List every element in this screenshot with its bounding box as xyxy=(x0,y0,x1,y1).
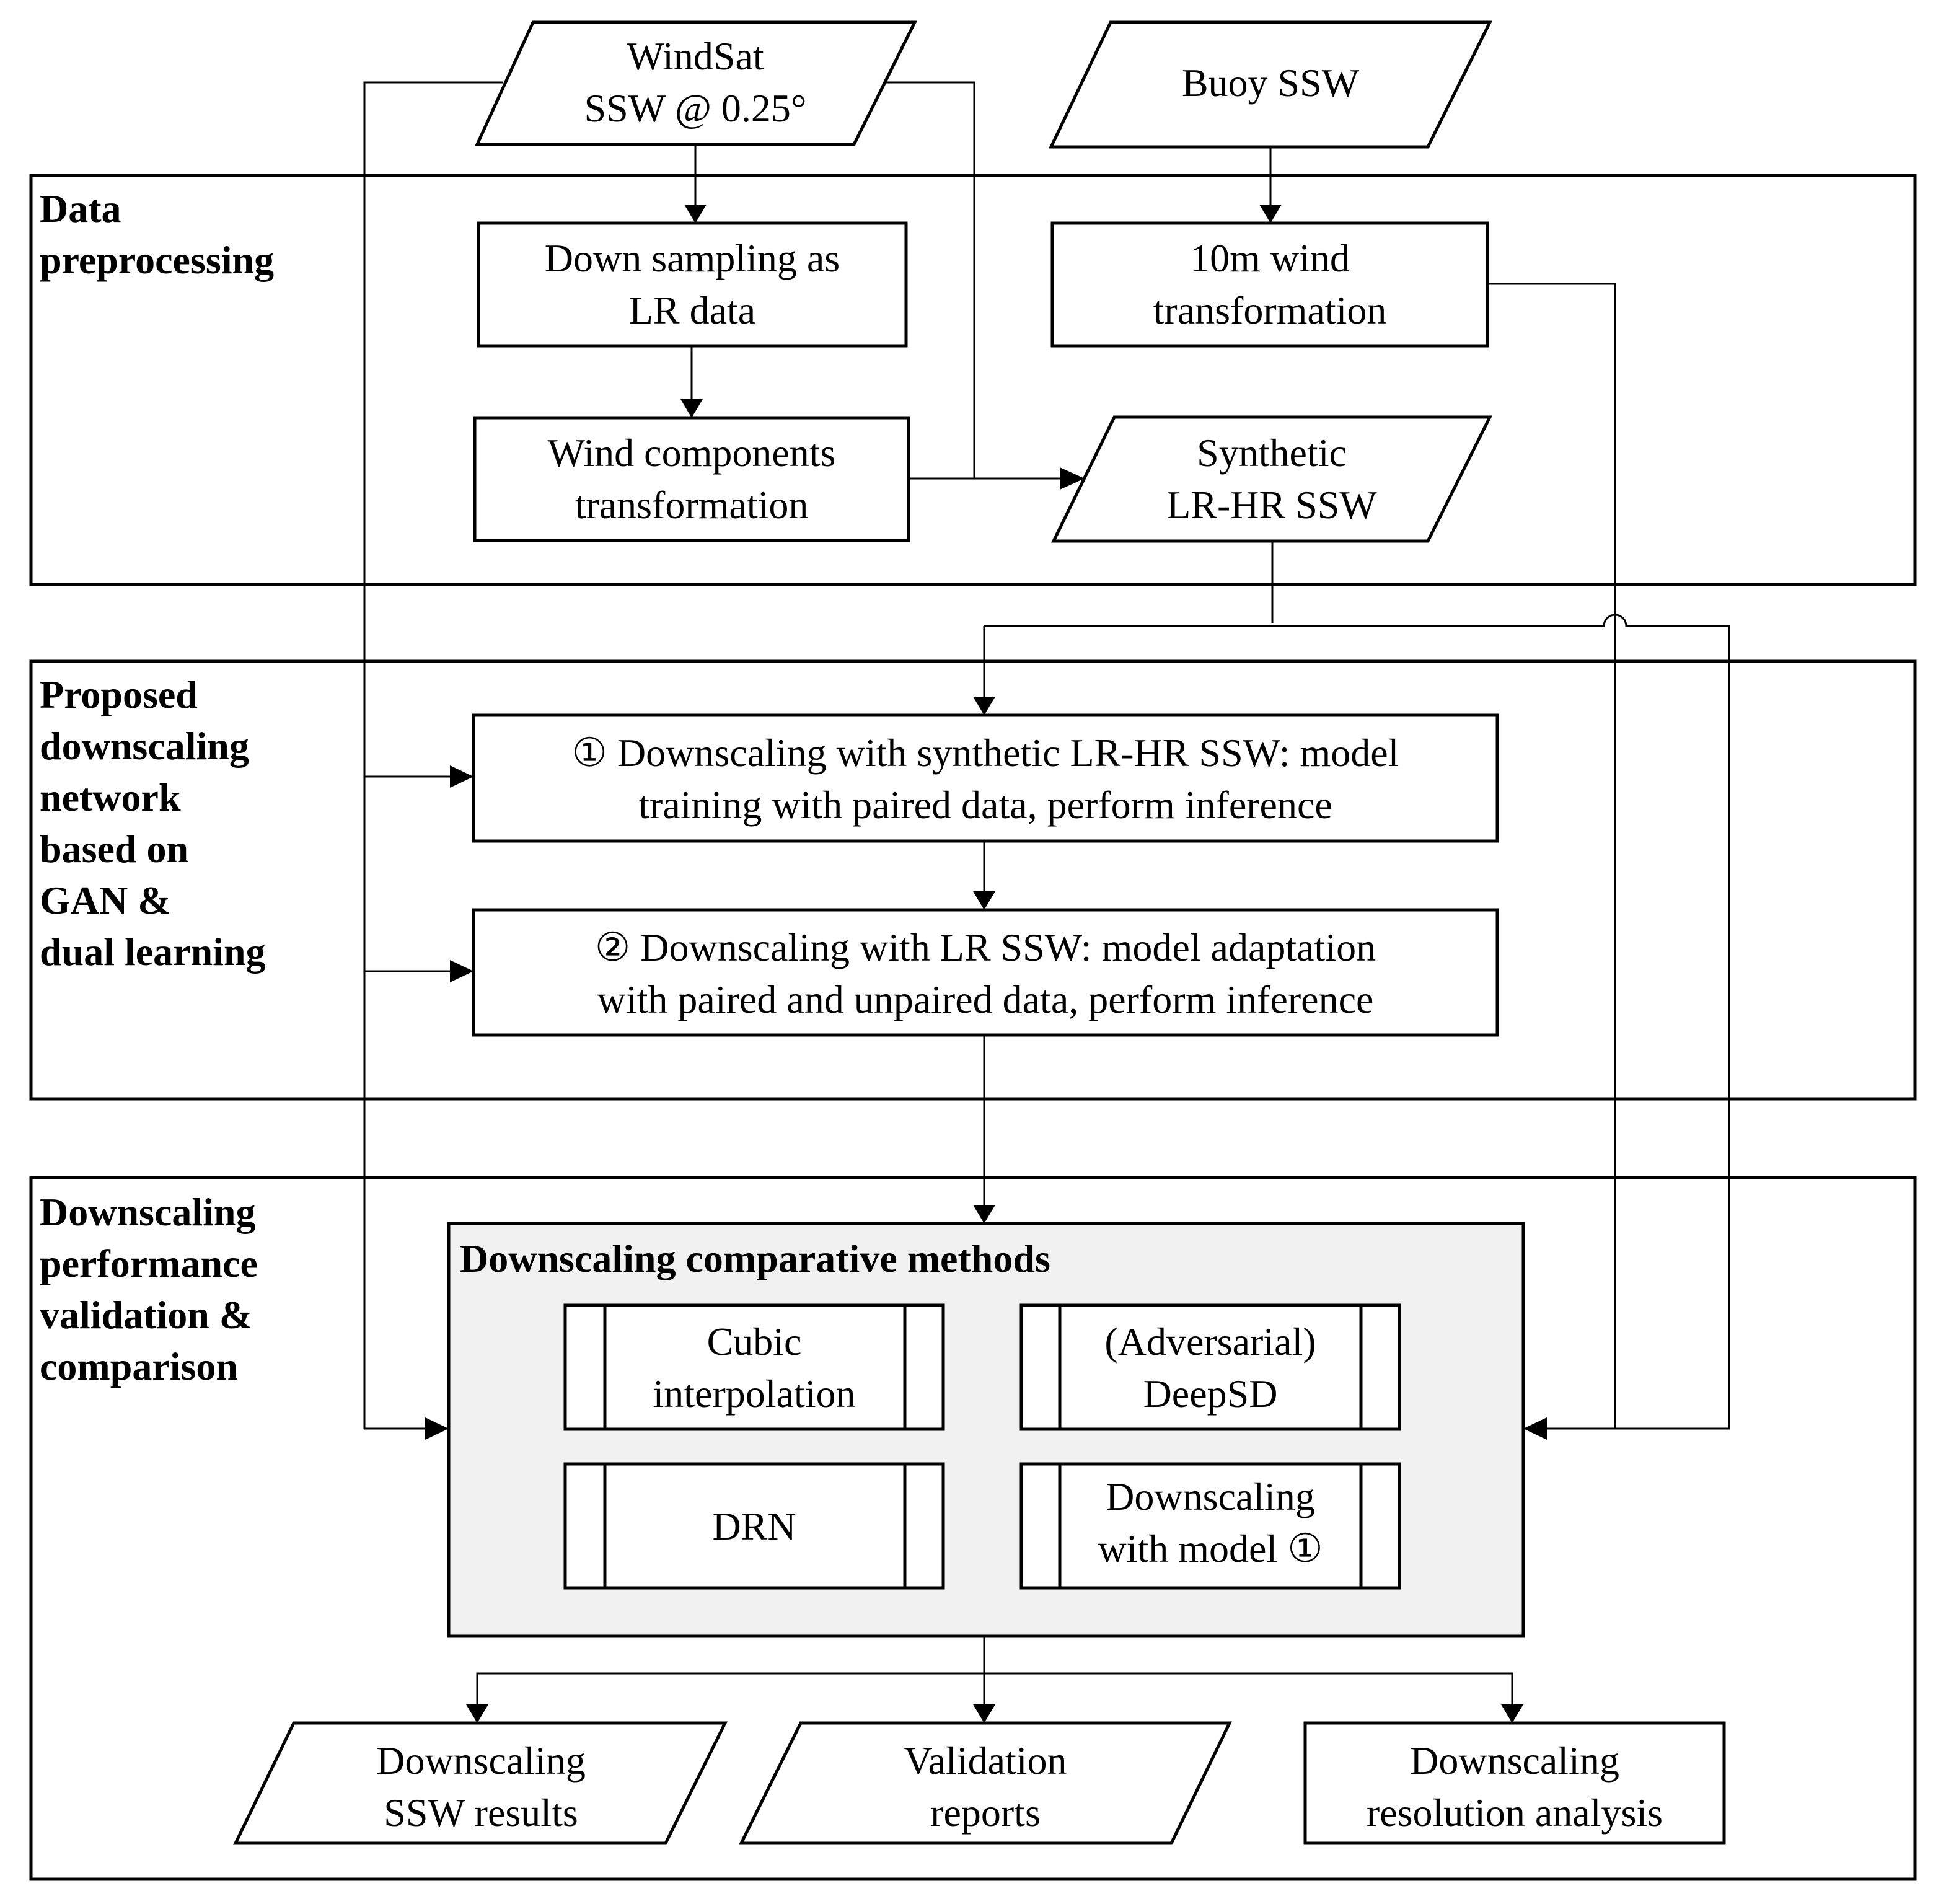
section-label-validation-line: performance xyxy=(40,1241,258,1285)
arrowhead-model2-top xyxy=(973,891,995,910)
step-wind-components-label-line: Wind components xyxy=(548,431,836,475)
step-down-sampling-label: Down sampling as LR data xyxy=(545,236,840,332)
section-label-validation-line: validation & xyxy=(40,1293,252,1337)
section-label-network: Proposed downscaling network based on GAN & d… xyxy=(40,672,266,974)
input-windsat-label-line: WindSat xyxy=(627,34,764,78)
section-label-network-line: GAN & xyxy=(40,878,171,922)
arrowhead-results xyxy=(466,1704,488,1723)
connectors xyxy=(363,81,1730,1713)
section-frame-network xyxy=(29,659,1917,1101)
method-model1-label: Downscaling with model ① xyxy=(1098,1474,1323,1571)
step-model1-label: ① Downscaling with synthetic LR-HR SSW: … xyxy=(572,731,1399,827)
section-label-validation: Downscaling performance validation & compar… xyxy=(40,1190,258,1388)
output-reports-label: Validation reports xyxy=(904,1739,1067,1835)
arrowhead-down-sampling xyxy=(684,205,707,223)
method-cubic-label-line: Cubic xyxy=(707,1320,802,1364)
step-10m-wind-label-line: transformation xyxy=(1153,288,1387,332)
step-model1 xyxy=(472,713,1499,843)
arrowhead-model1-left xyxy=(450,765,473,788)
step-model2-label-line: with paired and unpaired data, perform i… xyxy=(597,977,1374,1021)
step-wind-components-label: Wind components transformation xyxy=(548,431,836,527)
step-down-sampling-label-line: LR data xyxy=(629,288,755,332)
output-reports-label-line: Validation xyxy=(904,1739,1067,1783)
section-label-preprocessing: Data preprocessing xyxy=(40,187,274,282)
output-resolution-label-line: Downscaling xyxy=(1410,1739,1619,1783)
method-drn-label-line: DRN xyxy=(712,1504,796,1548)
step-model1-label-line: training with paired data, perform infer… xyxy=(638,783,1332,827)
step-10m-wind-label-line: 10m wind xyxy=(1190,236,1350,280)
step-10m-wind xyxy=(1050,221,1489,348)
step-model1-label-line: ① Downscaling with synthetic LR-HR SSW: … xyxy=(572,731,1399,775)
output-resolution-label: Downscaling resolution analysis xyxy=(1367,1739,1663,1835)
arrowhead-resolution xyxy=(1501,1704,1523,1723)
input-windsat xyxy=(475,20,918,146)
arrowhead-wind-components xyxy=(680,399,703,418)
method-model1-label-line: Downscaling xyxy=(1106,1474,1315,1518)
method-deepsd xyxy=(1019,1303,1401,1431)
method-model1 xyxy=(1019,1462,1401,1590)
method-deepsd-label: (Adversarial) DeepSD xyxy=(1104,1320,1316,1416)
step-synthetic xyxy=(1050,415,1493,543)
output-results xyxy=(233,1721,728,1845)
method-deepsd-label-line: DeepSD xyxy=(1143,1372,1278,1416)
arrowheads xyxy=(425,205,1547,1723)
arrowhead-model1-top xyxy=(973,697,995,715)
arrowhead-comparative-right xyxy=(1523,1417,1547,1440)
output-reports-label-line: reports xyxy=(930,1791,1041,1835)
section-label-network-line: dual learning xyxy=(40,930,266,974)
arrowhead-synthetic xyxy=(1060,467,1085,490)
arrowhead-10m-wind xyxy=(1259,205,1282,223)
method-drn-label: DRN xyxy=(712,1504,796,1548)
connector-windsat-left xyxy=(363,81,503,1429)
section-label-validation-line: comparison xyxy=(40,1344,238,1388)
section-label-network-line: network xyxy=(40,775,181,819)
input-buoy xyxy=(1049,20,1493,149)
step-wind-components-label-line: transformation xyxy=(575,483,809,527)
connector-output-branches xyxy=(476,1672,1513,1713)
method-cubic-label: Cubic interpolation xyxy=(653,1320,855,1416)
section-label-preprocessing-line: Data xyxy=(40,187,121,231)
output-resolution xyxy=(1303,1721,1726,1845)
step-down-sampling xyxy=(477,221,908,348)
connector-synthetic-split xyxy=(984,614,1730,1430)
output-resolution-label-line: resolution analysis xyxy=(1367,1791,1663,1835)
comparative-title: Downscaling comparative methods xyxy=(460,1236,1050,1280)
step-synthetic-label-line: Synthetic xyxy=(1197,431,1347,475)
step-model2 xyxy=(472,908,1499,1037)
output-reports xyxy=(738,1721,1232,1845)
section-label-network-line: Proposed xyxy=(40,672,198,716)
section-label-preprocessing-line: preprocessing xyxy=(40,238,274,282)
arrowhead-model2-left xyxy=(450,960,473,982)
input-buoy-label: Buoy SSW xyxy=(1182,61,1360,105)
connector-10m-right xyxy=(1487,283,1616,1429)
step-model2-label-line: ② Downscaling with LR SSW: model adaptat… xyxy=(595,925,1376,969)
step-model2-label: ② Downscaling with LR SSW: model adaptat… xyxy=(595,925,1376,1021)
input-windsat-label-line: SSW @ 0.25° xyxy=(584,86,807,130)
connector-windsat-right xyxy=(886,81,975,478)
step-synthetic-label-line: LR-HR SSW xyxy=(1166,483,1377,527)
output-results-label-line: SSW results xyxy=(384,1791,578,1835)
arrowhead-reports xyxy=(973,1704,995,1723)
method-deepsd-label-line: (Adversarial) xyxy=(1104,1320,1316,1364)
step-10m-wind-label: 10m wind transformation xyxy=(1153,236,1387,332)
step-down-sampling-label-line: Down sampling as xyxy=(545,236,840,280)
method-cubic-label-line: interpolation xyxy=(653,1372,855,1416)
method-model1-label-line: with model ① xyxy=(1098,1527,1323,1571)
method-drn xyxy=(563,1462,945,1590)
section-label-validation-line: Downscaling xyxy=(40,1190,256,1234)
step-wind-components xyxy=(473,416,910,542)
section-label-network-line: downscaling xyxy=(40,724,249,768)
method-cubic xyxy=(563,1303,945,1431)
section-frame-validation xyxy=(29,1176,1917,1881)
output-results-label-line: Downscaling xyxy=(376,1739,586,1783)
arrowhead-comparative-left xyxy=(425,1417,449,1440)
arrowhead-comparative-top xyxy=(973,1205,995,1223)
input-buoy-label-line: Buoy SSW xyxy=(1182,61,1360,105)
section-label-network-line: based on xyxy=(40,827,188,871)
section-frame-preprocessing xyxy=(29,174,1917,586)
